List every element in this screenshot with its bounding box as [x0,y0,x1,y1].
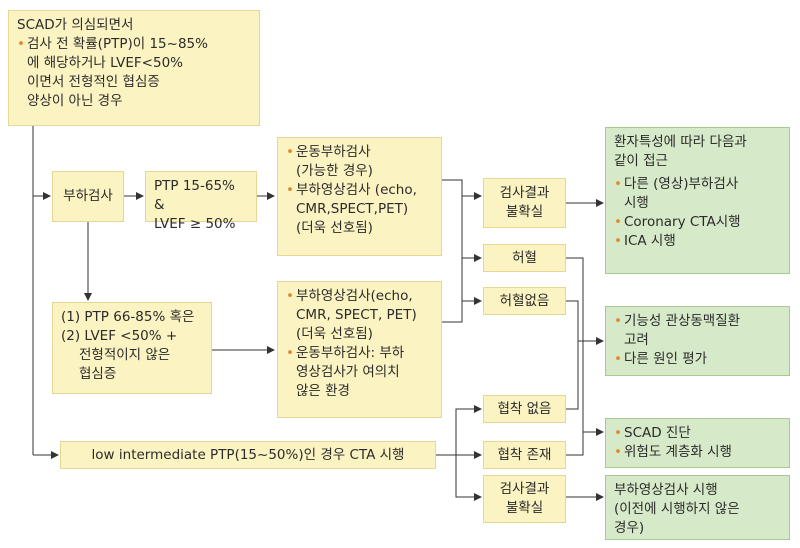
condition-bullet: 검사 전 확률(PTP)이 15~85% 에 해당하거나 LVEF<50% 이면… [17,35,251,111]
high-ptp-criteria-box: (1) PTP 66-85% 혹은 (2) LVEF <50% + 전형적이지 … [52,302,212,394]
approach-box: 환자특성에 따라 다음과 같이 접근 다른 (영상)부하검사 시행 Corona… [605,127,790,274]
initial-condition-box: SCAD가 의심되면서 검사 전 확률(PTP)이 15~85% 에 해당하거나… [8,10,260,126]
functional-disease-box: 기능성 관상동맥질환 고려 다른 원인 평가 [605,306,790,376]
diagnosis-box: SCAD 진단 위험도 계층화 시행 [605,418,790,468]
ptp-low-box: PTP 15-65% & LVEF ≥ 50% [145,171,257,232]
exercise-test-box: 운동부하검사 (가능한 경우) 부하영상검사 (echo, CMR,SPECT,… [277,137,442,256]
imaging-exec-box: 부하영상검사 시행 (이전에 시행하지 않은 경우) [605,475,790,540]
stenosis-box: 협착 존재 [483,441,566,469]
cta-box: low intermediate PTP(15~50%)인 경우 CTA 시행 [60,441,436,469]
ischemia-box: 허혈 [483,244,566,272]
result-unclear-box-1: 검사결과 불확실 [483,178,566,228]
no-ischemia-box: 허혈없음 [483,287,566,315]
condition-title: SCAD가 의심되면서 [17,17,134,33]
stress-test-box: 부하검사 [52,171,124,222]
stress-imaging-box: 부하영상검사(echo, CMR, SPECT, PET) (더욱 선호됨) 운… [277,281,442,418]
no-stenosis-box: 협착 없음 [483,395,566,423]
result-unclear-box-2: 검사결과 불확실 [483,475,566,523]
